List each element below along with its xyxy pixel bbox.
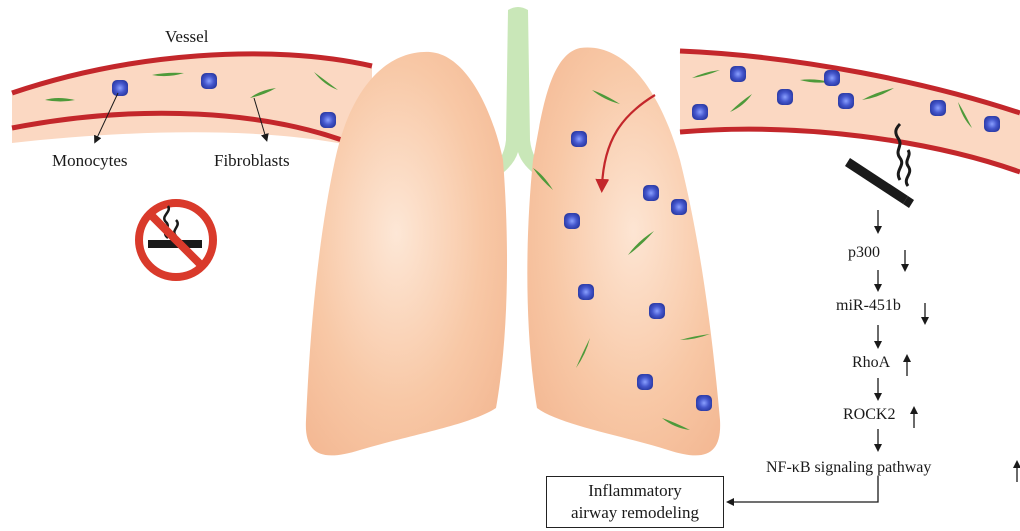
pathway-step-nfkb: NF-κB signaling pathway — [766, 460, 931, 476]
left-vessel — [12, 54, 372, 152]
pathway-step-rock2: ROCK2 — [843, 407, 895, 423]
vessel-label: Vessel — [165, 28, 208, 45]
outcome-connector — [730, 476, 878, 502]
pathway-step-rhoa: RhoA — [852, 355, 890, 371]
no-smoking-icon — [139, 203, 213, 277]
pathway-step-mir451b: miR-451b — [836, 298, 901, 314]
monocytes-label: Monocytes — [52, 152, 128, 169]
fibroblasts-label: Fibroblasts — [214, 152, 290, 169]
outcome-line-1: Inflammatory — [588, 480, 681, 502]
direction-arrows — [905, 250, 1017, 482]
outcome-line-2: airway remodeling — [571, 502, 699, 524]
outcome-box: Inflammatory airway remodeling — [546, 476, 724, 528]
pathway-step-p300: p300 — [848, 245, 880, 261]
